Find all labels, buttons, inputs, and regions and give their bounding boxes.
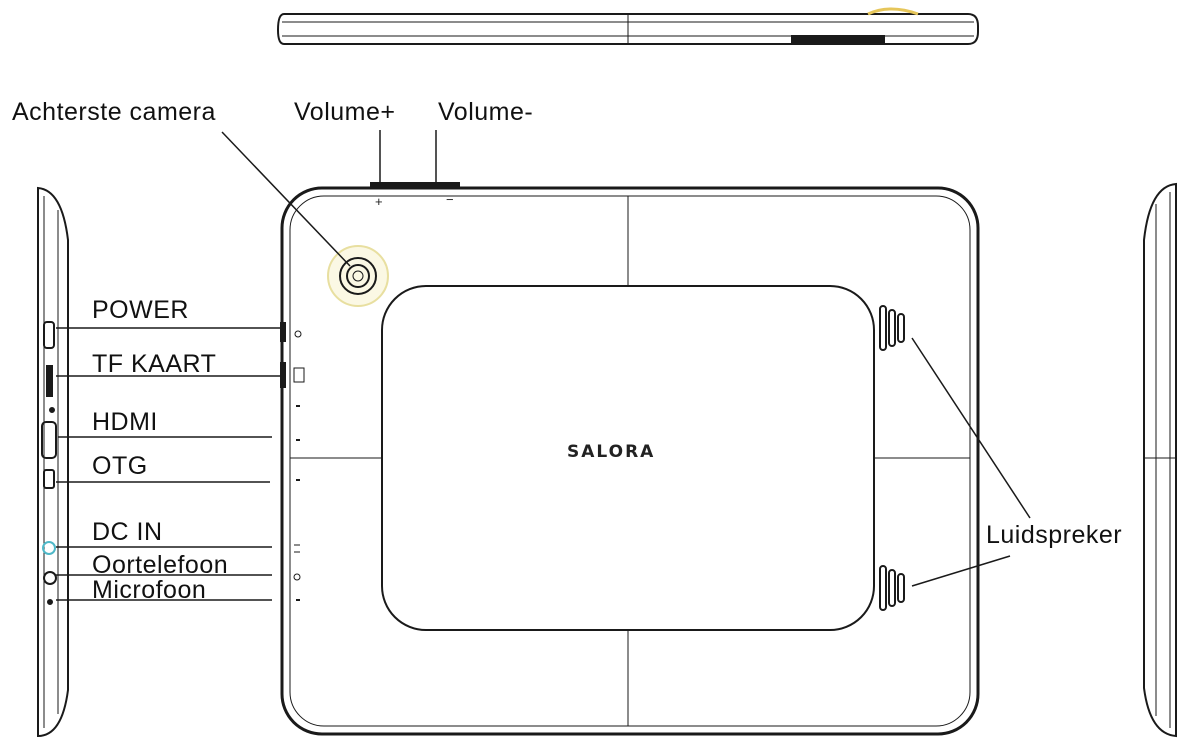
label-volume-plus: Volume+: [294, 98, 396, 126]
brand-logo: SALORA: [567, 442, 656, 462]
back-view: [280, 182, 980, 736]
label-volume-minus: Volume-: [438, 98, 534, 126]
label-power: POWER: [92, 296, 189, 324]
label-hdmi: HDMI: [92, 408, 158, 436]
volume-plus-mark: +: [375, 194, 383, 209]
left-side-view: [37, 186, 69, 738]
speaker-grille-top: [879, 305, 905, 351]
label-dc-in: DC IN: [92, 518, 163, 546]
right-side-view: [1143, 182, 1177, 738]
top-edge-view: [276, 7, 979, 45]
label-otg: OTG: [92, 452, 148, 480]
label-speaker: Luidspreker: [986, 521, 1123, 549]
leader-lines: [56, 130, 1031, 601]
speaker-grille-bottom: [879, 565, 905, 611]
label-rear-camera: Achterste camera: [12, 98, 216, 126]
volume-minus-mark: −: [446, 192, 454, 207]
label-tf-card: TF KAART: [92, 350, 217, 378]
label-earphone: Oortelefoon: [92, 551, 229, 579]
label-microphone: Microfoon: [92, 576, 207, 604]
